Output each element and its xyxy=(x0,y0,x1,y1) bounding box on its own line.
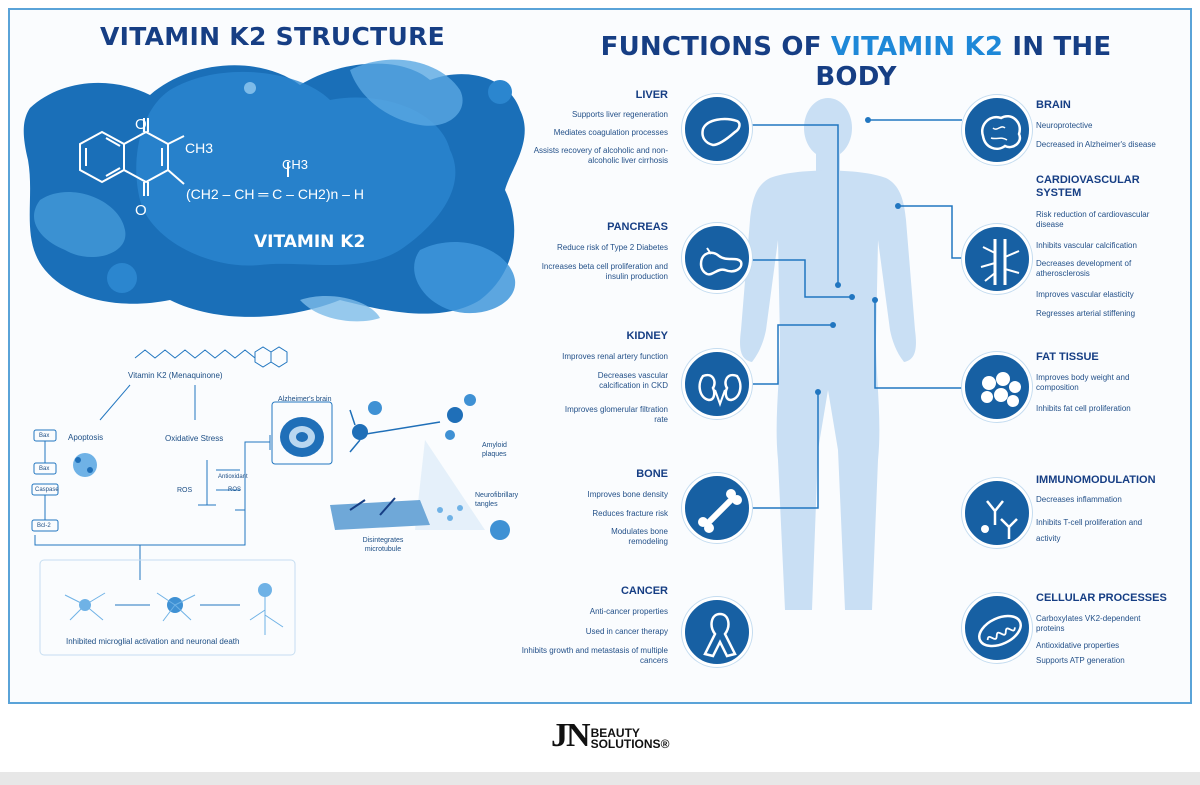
liver-icon xyxy=(682,94,752,164)
bone-title: BONE xyxy=(636,468,668,480)
right-title: FUNCTIONS OF VITAMIN K2 IN THE BODY xyxy=(556,32,1156,92)
alzheimers-brain-label: Alzheimer's brain xyxy=(278,396,332,403)
pancreas-item: Reduce risk of Type 2 Diabetes xyxy=(556,243,668,252)
liver-item: Assists recovery of alcoholic and non-al… xyxy=(533,146,668,165)
microtubule-label: Disintegrates microtubule xyxy=(362,537,404,553)
human-body-silhouette xyxy=(740,98,916,610)
cancer-item: Inhibits growth and metastasis of multip… xyxy=(521,646,668,665)
immunomodulation-title: IMMUNOMODULATION xyxy=(1036,474,1156,486)
oxygen-bottom: O xyxy=(135,202,147,219)
mechanism-diagram xyxy=(31,346,510,656)
bax-label-2: Bax xyxy=(39,466,50,472)
cancer-item: Used in cancer therapy xyxy=(585,627,668,636)
bone-icon xyxy=(682,473,752,543)
cardiovascular-item: Decreases development of atherosclerosis xyxy=(1036,259,1132,278)
cancer-title: CANCER xyxy=(620,585,668,597)
brain-icon xyxy=(962,95,1032,165)
right-title-accent: VITAMIN K2 xyxy=(830,32,1004,62)
bone-item: Improves bone density xyxy=(587,490,669,499)
side-chain-formula: (CH2 – CH ═ C – CH2)n – H xyxy=(186,186,364,202)
kidney-item: Improves renal artery function xyxy=(562,352,668,361)
pancreas-item: Increases beta cell proliferation and in… xyxy=(541,262,668,281)
neuron-caption: Inhibited microglial activation and neur… xyxy=(66,637,240,646)
cancer-item: Anti-cancer properties xyxy=(589,607,668,616)
logo-text: BEAUTY SOLUTIONS® xyxy=(590,726,670,751)
cellular-processes-item: Antioxidative properties xyxy=(1036,641,1120,650)
cardiovascular-item: Improves vascular elasticity xyxy=(1036,290,1134,299)
brain-title: BRAIN xyxy=(1036,99,1071,111)
logo-line1: BEAUTY xyxy=(590,726,640,740)
ros-label-1: ROS xyxy=(177,487,193,494)
bone-item: Modulates bone remodeling xyxy=(611,527,668,546)
left-title: VITAMIN K2 STRUCTURE xyxy=(99,22,446,51)
cardiovascular-item: Regresses arterial stiffening xyxy=(1036,309,1136,318)
cellular-processes-item: Supports ATP generation xyxy=(1036,656,1125,665)
bax-label-1: Bax xyxy=(39,433,50,439)
kidney-item: Improves glomerular filtration rate xyxy=(564,405,668,424)
kidney-item: Decreases vascular calcification in CKD xyxy=(597,371,668,390)
brand-logo: JN BEAUTY SOLUTIONS® xyxy=(551,717,670,754)
cardiovascular-item: Risk reduction of cardiovascular disease xyxy=(1036,210,1150,229)
ch3-top: CH3 xyxy=(185,140,214,156)
liver-title: LIVER xyxy=(635,89,668,101)
vessel-icon xyxy=(962,224,1032,294)
cellular-processes-title: CELLULAR PROCESSES xyxy=(1036,592,1167,604)
immunomodulation-item: Decreases inflammation xyxy=(1036,495,1122,504)
caspase-label: Caspase xyxy=(35,487,59,493)
fat-tissue-item: Inhibits fat cell proliferation xyxy=(1036,404,1131,413)
fat-cells-icon xyxy=(962,352,1032,422)
immunomodulation-item: Inhibits T-cell proliferation and activi… xyxy=(1036,518,1143,543)
kidney-icon xyxy=(682,349,752,419)
fat-tissue-title: FAT TISSUE xyxy=(1036,351,1099,363)
footer-band xyxy=(0,772,1200,785)
pancreas-title: PANCREAS xyxy=(607,221,668,233)
brain-item: Decreased in Alzheimer's disease xyxy=(1036,140,1156,149)
cellular-processes-item: Carboxylates VK2-dependent proteins xyxy=(1036,614,1141,633)
neurofibrillary-label: Neurofibrillary tangles xyxy=(475,492,519,508)
bone-item: Reduces fracture risk xyxy=(592,509,668,518)
antioxidant-label: Antioxidant xyxy=(218,474,248,480)
pancreas-icon xyxy=(682,223,752,293)
antibody-icon xyxy=(962,478,1032,548)
kidney-title: KIDNEY xyxy=(626,330,668,342)
vitamin-k2-label: VITAMIN K2 xyxy=(254,232,366,252)
cardiovascular-title: CARDIOVASCULAR SYSTEM xyxy=(1036,174,1140,199)
fat-tissue-item: Improves body weight and composition xyxy=(1036,373,1130,392)
mitochondria-icon xyxy=(962,593,1032,663)
ch3-branch: CH3 xyxy=(282,157,309,172)
oxidative-stress-label: Oxidative Stress xyxy=(165,434,224,443)
logo-mark: JN xyxy=(551,717,591,754)
bcl2-label: Bcl-2 xyxy=(37,523,51,529)
right-title-part1: FUNCTIONS OF xyxy=(600,32,831,62)
amyloid-label: Amyloid plaques xyxy=(482,442,507,458)
vitamin-k2-structure xyxy=(79,118,289,196)
ros-label-2: ROS xyxy=(228,487,242,493)
liver-item: Supports liver regeneration xyxy=(571,110,668,119)
right-title-part2: IN THE BODY xyxy=(815,32,1112,92)
logo-line2: SOLUTIONS® xyxy=(590,737,670,751)
liver-item: Mediates coagulation processes xyxy=(553,128,668,137)
apoptosis-label: Apoptosis xyxy=(68,433,104,442)
ribbon-icon xyxy=(682,597,752,667)
molecule-label: Vitamin K2 (Menaquinone) xyxy=(128,371,223,380)
cardiovascular-item: Inhibits vascular calcification xyxy=(1036,241,1137,250)
brain-item: Neuroprotective xyxy=(1036,121,1093,130)
oxygen-top: O xyxy=(135,116,147,133)
